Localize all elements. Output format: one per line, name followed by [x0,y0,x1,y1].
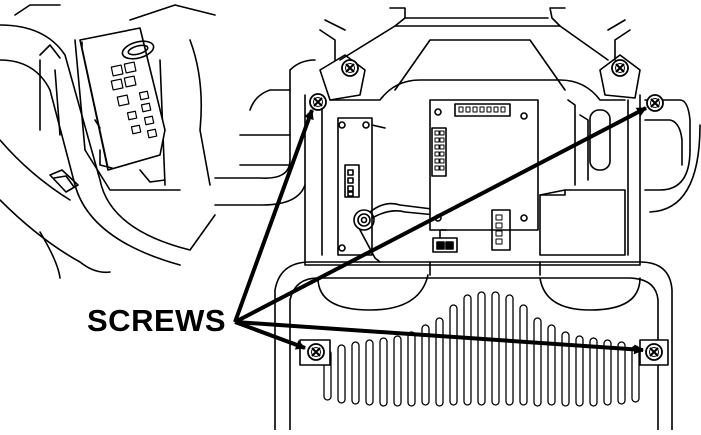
connector-icon [433,230,457,252]
arrow-pointer-icon [235,108,646,355]
vent-grille [324,292,639,406]
main-view [215,8,700,430]
wire-coil-icon [354,170,446,262]
screws-callout-label: SCREWS [87,303,227,338]
control-panel-icon [111,62,156,138]
inset-view [0,5,215,278]
